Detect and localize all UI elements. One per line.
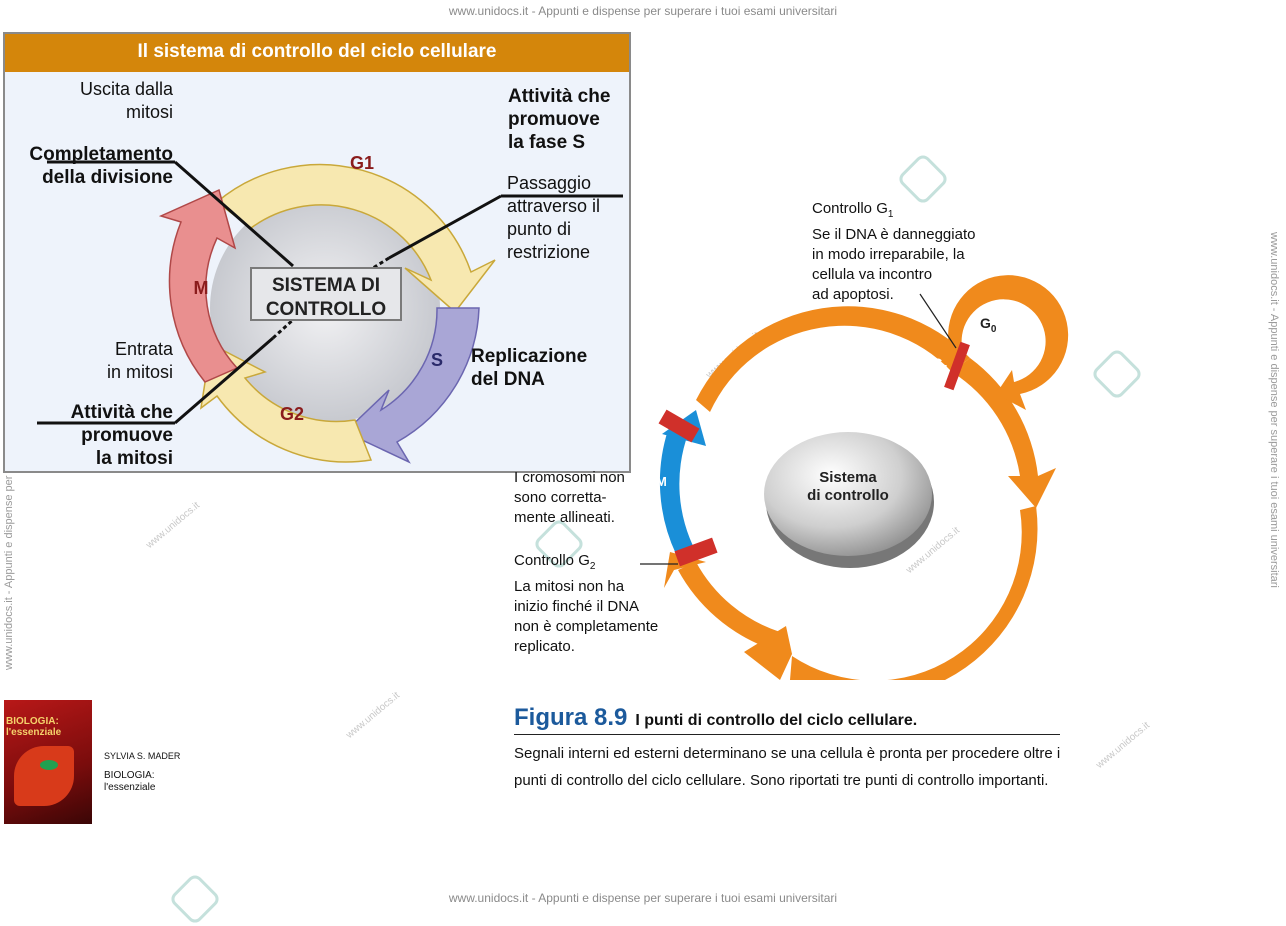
callout-controllo-g1: Controllo G1 Se il DNA è danneggiato in … — [812, 200, 976, 303]
watermark-bottom: www.unidocs.it - Appunti e dispense per … — [448, 891, 838, 905]
watermark-small: www.unidocs.it — [144, 500, 202, 551]
leader-line — [388, 194, 502, 260]
label-passaggio: Passaggio attraverso il punto di restriz… — [507, 173, 601, 262]
cell-cycle-diagram: SISTEMA DI CONTROLLO G1 S G2 M — [37, 153, 623, 464]
phase-label-g2: G2 — [280, 404, 304, 424]
phase-arrow-g1 — [215, 163, 496, 314]
ring-loop-g0 — [948, 275, 1069, 410]
label-entrata: Entrata in mitosi — [106, 339, 173, 382]
ring-segment-g2 — [678, 562, 780, 648]
phase-arrow-s — [343, 307, 480, 464]
leader-line — [174, 160, 294, 268]
phase-label-g0: G0 — [980, 315, 997, 335]
phase-arrow-g2 — [199, 342, 373, 463]
checkpoint-marker-m — [658, 409, 700, 443]
figure-title: Figura 8.9 I punti di controllo del ciclo… — [514, 704, 1060, 735]
phase-label-g1: G1 — [932, 355, 949, 375]
leader-line — [919, 293, 957, 349]
label-attivita-fase-s: Attività che promuove la fase S — [508, 86, 611, 153]
control-center-label-2: CONTROLLO — [266, 299, 386, 320]
control-center-label-1: SISTEMA DI — [272, 275, 380, 296]
ring-arrow-head — [744, 626, 792, 680]
phase-label-m: M — [194, 278, 209, 298]
phase-label-g2: G2 — [704, 611, 721, 631]
book-cover: BIOLOGIA: l'essenziale — [4, 700, 92, 824]
left-diagram-title: Il sistema di controllo del ciclo cellul… — [5, 34, 629, 72]
label-uscita: Uscita dalla mitosi — [79, 79, 173, 122]
ring-segment-m — [659, 430, 696, 554]
leader-line — [174, 336, 274, 425]
checkpoint-marker-g1 — [944, 341, 970, 391]
phase-label-m: M — [656, 474, 667, 489]
figure-number: Figura 8.9 — [514, 704, 628, 731]
control-disc — [764, 432, 932, 556]
frog-illustration — [40, 760, 58, 770]
ring-arrow-to-s — [952, 358, 1056, 508]
ring-arrow-head — [664, 552, 706, 588]
checkpoint-marker-g2 — [674, 537, 718, 567]
watermark-top: www.unidocs.it - Appunti e dispense per … — [448, 4, 838, 18]
flower-illustration — [14, 746, 74, 806]
label-attivita-mitosi: Attività che promuove la mitosi — [70, 402, 173, 469]
control-disc-label-2: di controllo — [807, 487, 889, 504]
control-disc-label-1: Sistema — [819, 469, 877, 486]
ring-segment-g1 — [696, 306, 970, 412]
phase-arrow-m — [158, 188, 239, 383]
leader-line-dotted — [271, 316, 297, 340]
watermark-small: www.unidocs.it — [1094, 720, 1152, 771]
control-center-box — [250, 267, 402, 321]
callout-controllo-m: I cromosomi non sono corretta- mente all… — [514, 469, 625, 526]
left-diagram-panel: Il sistema di controllo del ciclo cellul… — [3, 32, 631, 473]
watermark-logo-icon — [168, 872, 222, 926]
callout-controllo-g2: Controllo G2 La mitosi non ha inizio fin… — [514, 552, 659, 655]
label-replicazione: Replicazione del DNA — [471, 346, 588, 390]
watermark-small: www.unidocs.it — [344, 690, 402, 741]
phase-label-s: S — [431, 350, 443, 370]
watermark-side-right: www.unidocs.it - Appunti e dispense per … — [1268, 232, 1280, 588]
figure-description: Segnali interni ed esterni determinano s… — [514, 745, 1061, 789]
label-completamento: Completamento della divisione — [29, 144, 173, 188]
phase-label-g1: G1 — [350, 153, 374, 173]
book-title: BIOLOGIA: l'essenziale — [104, 770, 156, 793]
phase-label-s: S — [950, 629, 960, 646]
book-author: SYLVIA S. MADER — [104, 751, 181, 761]
figure-caption: I punti di controllo del ciclo cellulare… — [635, 712, 918, 729]
checkpoint-diagram: Sistema di controllo G1 G0 S G2 M — [640, 275, 1069, 680]
